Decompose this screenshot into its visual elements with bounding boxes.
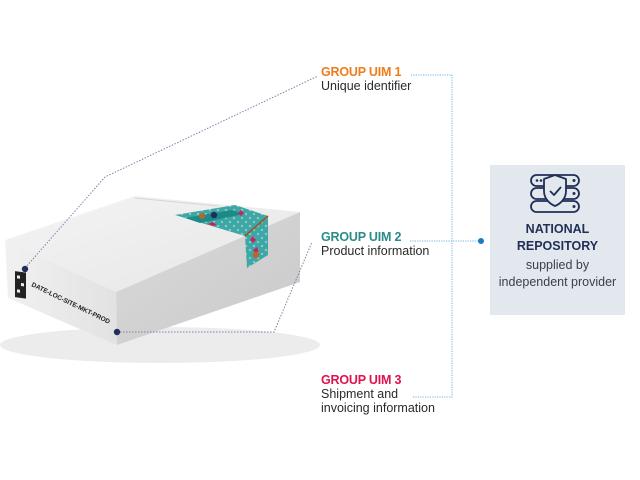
group-uim-3: GROUP UIM 3 Shipment and invoicing infor… xyxy=(321,373,435,415)
tape-edge xyxy=(244,215,269,237)
group-uim-3-description-line2: invoicing information xyxy=(321,401,435,415)
connector-dot-label xyxy=(113,328,121,336)
connector-dot-qr xyxy=(21,265,29,273)
group-uim-3-title: GROUP UIM 3 xyxy=(321,373,402,387)
repository-name: NATIONAL REPOSITORY xyxy=(490,221,625,255)
repository-name-line1: NATIONAL xyxy=(525,222,590,236)
group-uim-2-title: GROUP UIM 2 xyxy=(321,230,402,244)
box-seam xyxy=(134,197,219,207)
group-uim-2-description: Product information xyxy=(321,244,430,258)
national-repository-card: NATIONAL REPOSITORY supplied by independ… xyxy=(490,165,625,315)
group-uim-1-description: Unique identifier xyxy=(321,79,412,93)
server-shield-icon xyxy=(530,174,580,213)
group-uim-2: GROUP UIM 2 Product information xyxy=(321,230,429,258)
flower-decoration xyxy=(199,213,205,219)
repository-subtitle-line1: supplied by xyxy=(525,258,590,272)
flower-decoration xyxy=(252,251,260,259)
repository-subtitle-line2: independent provider xyxy=(498,275,617,289)
flower-decoration xyxy=(208,210,244,226)
connector-dot-tape xyxy=(210,211,218,219)
connector-line-group-1 xyxy=(24,75,319,269)
box-front-face xyxy=(5,240,117,345)
tape-top xyxy=(175,205,268,236)
group-uim-1: GROUP UIM 1 Unique identifier xyxy=(321,65,411,93)
box-shadow xyxy=(0,327,320,363)
repository-name-line2: REPOSITORY xyxy=(516,239,599,253)
qr-code xyxy=(15,271,26,299)
repository-subtitle: supplied by independent provider xyxy=(490,257,625,291)
group-uim-1-title: GROUP UIM 1 xyxy=(321,65,402,79)
flower-decoration xyxy=(250,236,259,253)
group-uim-3-description-line1: Shipment and xyxy=(321,387,399,401)
connector-line-group-2 xyxy=(117,241,313,333)
bracket-line-group-1 xyxy=(411,74,453,398)
repository-connector-dot xyxy=(478,238,484,244)
tape-side xyxy=(245,216,268,268)
